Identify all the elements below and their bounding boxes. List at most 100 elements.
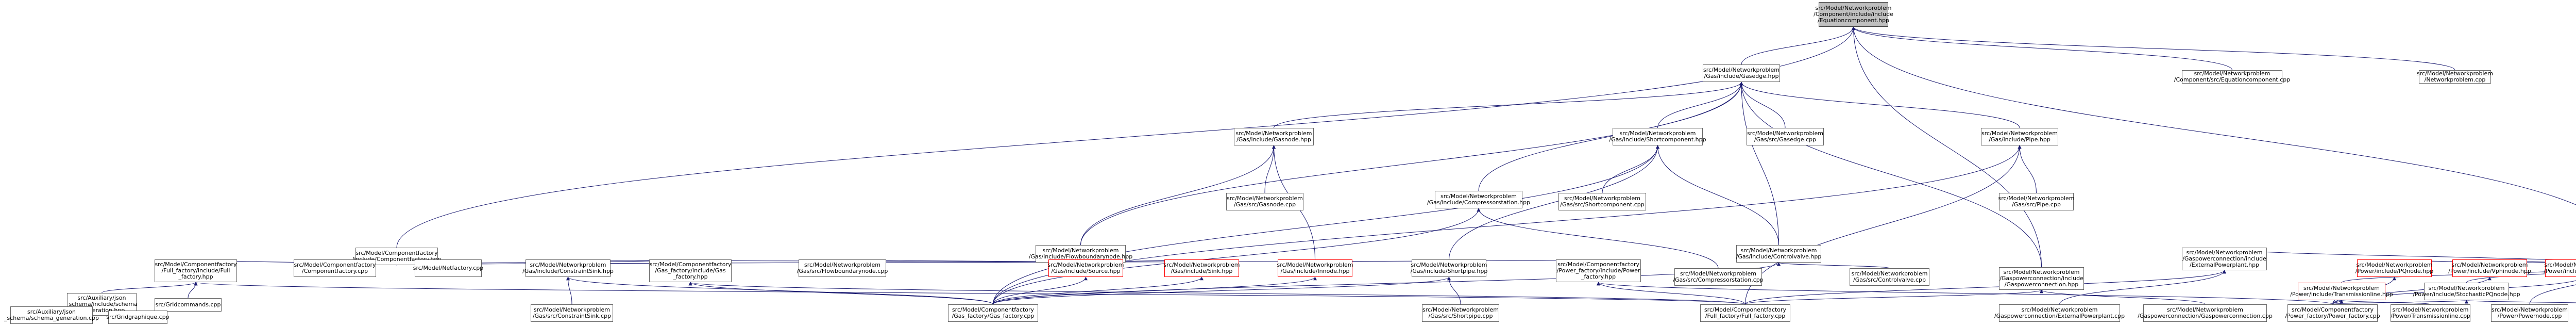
edge-eqcomp_cpp-to-root (1852, 26, 2232, 71)
node-shortpipe_hpp[interactable]: src/Model/Networkproblem /Gas/include/Sh… (1609, 128, 1706, 145)
node-controlvalve_hpp[interactable]: src/Model/Networkproblem /Gas/include/Co… (1736, 245, 1821, 263)
node-label: src/Model/Networkproblem /Gas/include/Sh… (1410, 262, 1488, 274)
node-fullfactory_cpp[interactable]: src/Model/Componentfactory /Full_factory… (1700, 304, 1790, 322)
node-fullfactory_hpp[interactable]: src/Model/Componentfactory /Full_factory… (155, 259, 237, 282)
node-label: src/Gridgraphique.cpp (106, 314, 170, 320)
node-source_hpp[interactable]: src/Model/Networkproblem /Gas/include/So… (1047, 259, 1124, 277)
node-label: src/Gridcommands.cpp (155, 301, 221, 308)
edge-fullfactory_cpp-to-fullfactory_hpp (194, 282, 1745, 305)
node-label: src/Model/Networkproblem /Gas/include/So… (1047, 262, 1124, 274)
node-label: src/Model/Networkproblem /Power/Powernod… (2492, 306, 2568, 319)
node-transmission_cpp[interactable]: src/Model/Networkproblem /Power/Transmis… (2391, 304, 2470, 322)
node-label: src/Model/Networkproblem /Gas/src/Shortp… (1422, 306, 1499, 319)
node-shortcomp_cpp[interactable]: src/Model/Networkproblem /Gas/src/Shortc… (1558, 193, 1646, 210)
node-shortpipe2_hpp[interactable]: src/Model/Networkproblem /Gas/include/Sh… (1410, 259, 1488, 277)
node-label: src/Model/Networkproblem /Gas/include/Co… (1427, 193, 1531, 206)
edge-gasnode_cpp-to-gasnode_hpp (1264, 145, 1276, 193)
node-powerfactory_hpp[interactable]: src/Model/Componentfactory /Power_factor… (1556, 259, 1641, 282)
node-transmission_hpp[interactable]: src/Model/Networkproblem /Power/include/… (2290, 283, 2393, 300)
node-label: src/Model/Componentfactory /Componentfac… (294, 262, 376, 274)
node-label: src/Model/Networkproblem /Gas/src/Gasedg… (1747, 130, 1823, 143)
edge-powernode_hpp-to-root (1852, 26, 2576, 205)
node-vphinode_hpp[interactable]: src/Model/Networkproblem /Power/include/… (2448, 259, 2531, 277)
edge-gaspowerconn_hpp-to-gasedge (1739, 82, 2042, 268)
node-label: src/Model/Networkproblem /Component/src/… (2174, 70, 2291, 83)
node-extpowerplant_cpp[interactable]: src/Model/Networkproblem /Gaspowerconnec… (1994, 304, 2125, 322)
node-gasfactory_hpp[interactable]: src/Model/Componentfactory /Gas_factory/… (649, 259, 732, 282)
node-stochpq_hpp[interactable]: src/Model/Networkproblem /Power/include/… (2413, 283, 2520, 300)
node-label: src/Model/Networkproblem /Power/Transmis… (2390, 306, 2471, 319)
node-label: src/Model/Networkproblem /Gas/src/Flowbo… (796, 262, 888, 274)
node-gasfactory_cpp[interactable]: src/Model/Componentfactory /Gas_factory/… (948, 304, 1038, 322)
edge-fullfactory_cpp-to-gaspowerconn_hpp (1745, 289, 2043, 305)
node-label: src/Model/Networkproblem /Gas/src/Pipe.c… (1998, 195, 2075, 208)
node-aux_schema_cpp[interactable]: src/Auxiliary/json _schema/schema_genera… (4, 306, 99, 324)
node-pipe_hpp[interactable]: src/Model/Networkproblem /Gas/include/Pi… (1981, 128, 2058, 145)
node-label: src/Model/Networkproblem /Gaspowerconnec… (2182, 249, 2266, 268)
node-label: src/Model/Networkproblem /Gas/include/Fl… (1028, 247, 1133, 260)
node-powernode_cpp[interactable]: src/Model/Networkproblem /Power/Powernod… (2491, 304, 2568, 322)
node-gridgraphique_cpp[interactable]: src/Gridgraphique.cpp (106, 311, 170, 324)
node-label: src/Model/Networkproblem /Power/include/… (2544, 262, 2576, 274)
node-compressor_hpp[interactable]: src/Model/Networkproblem /Gas/include/Co… (1427, 191, 1530, 208)
node-netfactory_cpp[interactable]: src/Model/Netfactory.cpp (413, 259, 483, 277)
node-controlvalve_cpp[interactable]: src/Model/Networkproblem /Gas/src/Contro… (1850, 268, 1929, 286)
node-label: src/Model/Networkproblem /Power/include/… (2290, 285, 2393, 298)
edge-stochpq_cpp-to-stochpq_hpp (2465, 300, 2576, 304)
node-label: src/Model/Networkproblem /Gas/src/Shortc… (1560, 195, 1645, 208)
edge-netprob_cpp-to-root (1852, 26, 2455, 71)
node-gasedge[interactable]: src/Model/Networkproblem /Gas/include/Ga… (1703, 64, 1780, 82)
node-gasnode_hpp[interactable]: src/Model/Networkproblem /Gas/include/Ga… (1234, 128, 1314, 145)
edge-fullfactory_cpp-to-extpowerplant_hpp (1745, 270, 2226, 305)
node-gaspowerconn_cpp[interactable]: src/Model/Networkproblem /Gaspowerconnec… (2138, 304, 2273, 322)
node-extpowerplant_hpp[interactable]: src/Model/Networkproblem /Gaspowerconnec… (2182, 248, 2267, 270)
node-label: src/Model/Networkproblem /Gas/src/Compre… (1673, 270, 1764, 283)
node-gasedge_cpp[interactable]: src/Model/Networkproblem /Gas/src/Gasedg… (1747, 128, 1824, 145)
edge-gaspowerconn_hpp-to-root (1852, 26, 2042, 268)
edge-shortpipe_cpp-to-shortpipe2_hpp (1447, 276, 1461, 305)
node-label: src/Model/Networkproblem /Gas/src/Contro… (1851, 270, 1928, 283)
edge-gasfactory_cpp-to-innode_hpp (993, 276, 1317, 305)
node-label: src/Model/Componentfactory /Gas_factory/… (952, 306, 1035, 319)
node-netprob_cpp[interactable]: src/Model/Networkproblem /Networkproblem… (2417, 70, 2493, 84)
edge-shortpipe2_hpp-to-shortpipe_hpp (1449, 145, 1659, 260)
node-label: src/Model/Componentfactory /Full_factory… (1704, 306, 1787, 319)
node-gridcommands_cpp[interactable]: src/Gridcommands.cpp (155, 298, 222, 312)
node-flowboundary_cpp[interactable]: src/Model/Networkproblem /Gas/src/Flowbo… (796, 259, 888, 277)
edge-gasfactory_cpp-to-shortpipe_hpp (993, 145, 1659, 305)
node-label: src/Model/Networkproblem /Gaspowerconnec… (1994, 306, 2125, 319)
node-constraintsink_cpp[interactable]: src/Model/Networkproblem /Gas/src/Constr… (531, 304, 613, 322)
node-pqnode_hpp[interactable]: src/Model/Networkproblem /Power/include/… (2355, 259, 2434, 277)
node-label: src/Model/Networkproblem /Gas/include/Ga… (1703, 67, 1780, 79)
edge-gaspowerconn_cpp-to-gaspowerconn_hpp (2040, 289, 2206, 305)
node-sink_hpp[interactable]: src/Model/Networkproblem /Gas/include/Si… (1163, 259, 1240, 277)
node-compfactory_cpp[interactable]: src/Model/Componentfactory /Componentfac… (294, 259, 376, 277)
node-innode_hpp[interactable]: src/Model/Networkproblem /Gas/include/In… (1277, 259, 1353, 277)
node-powerfactory_cpp[interactable]: src/Model/Componentfactory /Power_factor… (2285, 304, 2380, 322)
edge-aux_schema_hpp-to-fullfactory_hpp (101, 282, 198, 294)
node-label: src/Model/Componentfactory /Full_factory… (155, 261, 237, 280)
node-shortpipe_cpp[interactable]: src/Model/Networkproblem /Gas/src/Shortp… (1422, 304, 1499, 322)
node-constraintsink_hpp[interactable]: src/Model/Networkproblem /Gas/include/Co… (522, 259, 614, 277)
node-gasnode_cpp[interactable]: src/Model/Networkproblem /Gas/src/Gasnod… (1226, 193, 1303, 210)
edge-gasfactory_cpp-to-sink_hpp (993, 276, 1204, 305)
edge-gasfactory_cpp-to-shortpipe2_hpp (993, 276, 1451, 305)
node-compressor_cpp[interactable]: src/Model/Networkproblem /Gas/src/Compre… (1673, 268, 1764, 286)
node-label: src/Model/Componentfactory /Gas_factory/… (649, 261, 732, 280)
node-label: src/Model/Networkproblem /Power/include/… (2355, 262, 2434, 274)
node-pvnode_hpp[interactable]: src/Model/Networkproblem /Power/include/… (2544, 259, 2576, 277)
edge-fullfactory_cpp-to-gasfactory_hpp (689, 282, 1745, 305)
node-label: src/Model/Componentfactory /Power_factor… (1556, 261, 1640, 280)
node-gaspowerconn_hpp[interactable]: src/Model/Networkproblem /Gaspowerconnec… (1999, 267, 2084, 290)
edge-shortcomp_cpp-to-shortpipe_hpp (1602, 145, 1659, 193)
node-label: src/Model/Networkproblem /Gaspowerconnec… (2138, 306, 2273, 319)
node-label: src/Model/Networkproblem /Gas/include/Ga… (1235, 130, 1312, 143)
node-label: src/Model/Componentfactory /Power_factor… (2285, 306, 2380, 319)
node-label: src/Model/Networkproblem /Power/include/… (2413, 285, 2520, 298)
edge-pipe_hpp-to-gasedge (1739, 82, 2020, 128)
node-pipe_cpp[interactable]: src/Model/Networkproblem /Gas/src/Pipe.c… (1998, 193, 2075, 210)
node-eqcomp_cpp[interactable]: src/Model/Networkproblem /Component/src/… (2174, 70, 2290, 84)
node-label: src/Model/Networkproblem /Gas/include/Si… (1163, 262, 1240, 274)
